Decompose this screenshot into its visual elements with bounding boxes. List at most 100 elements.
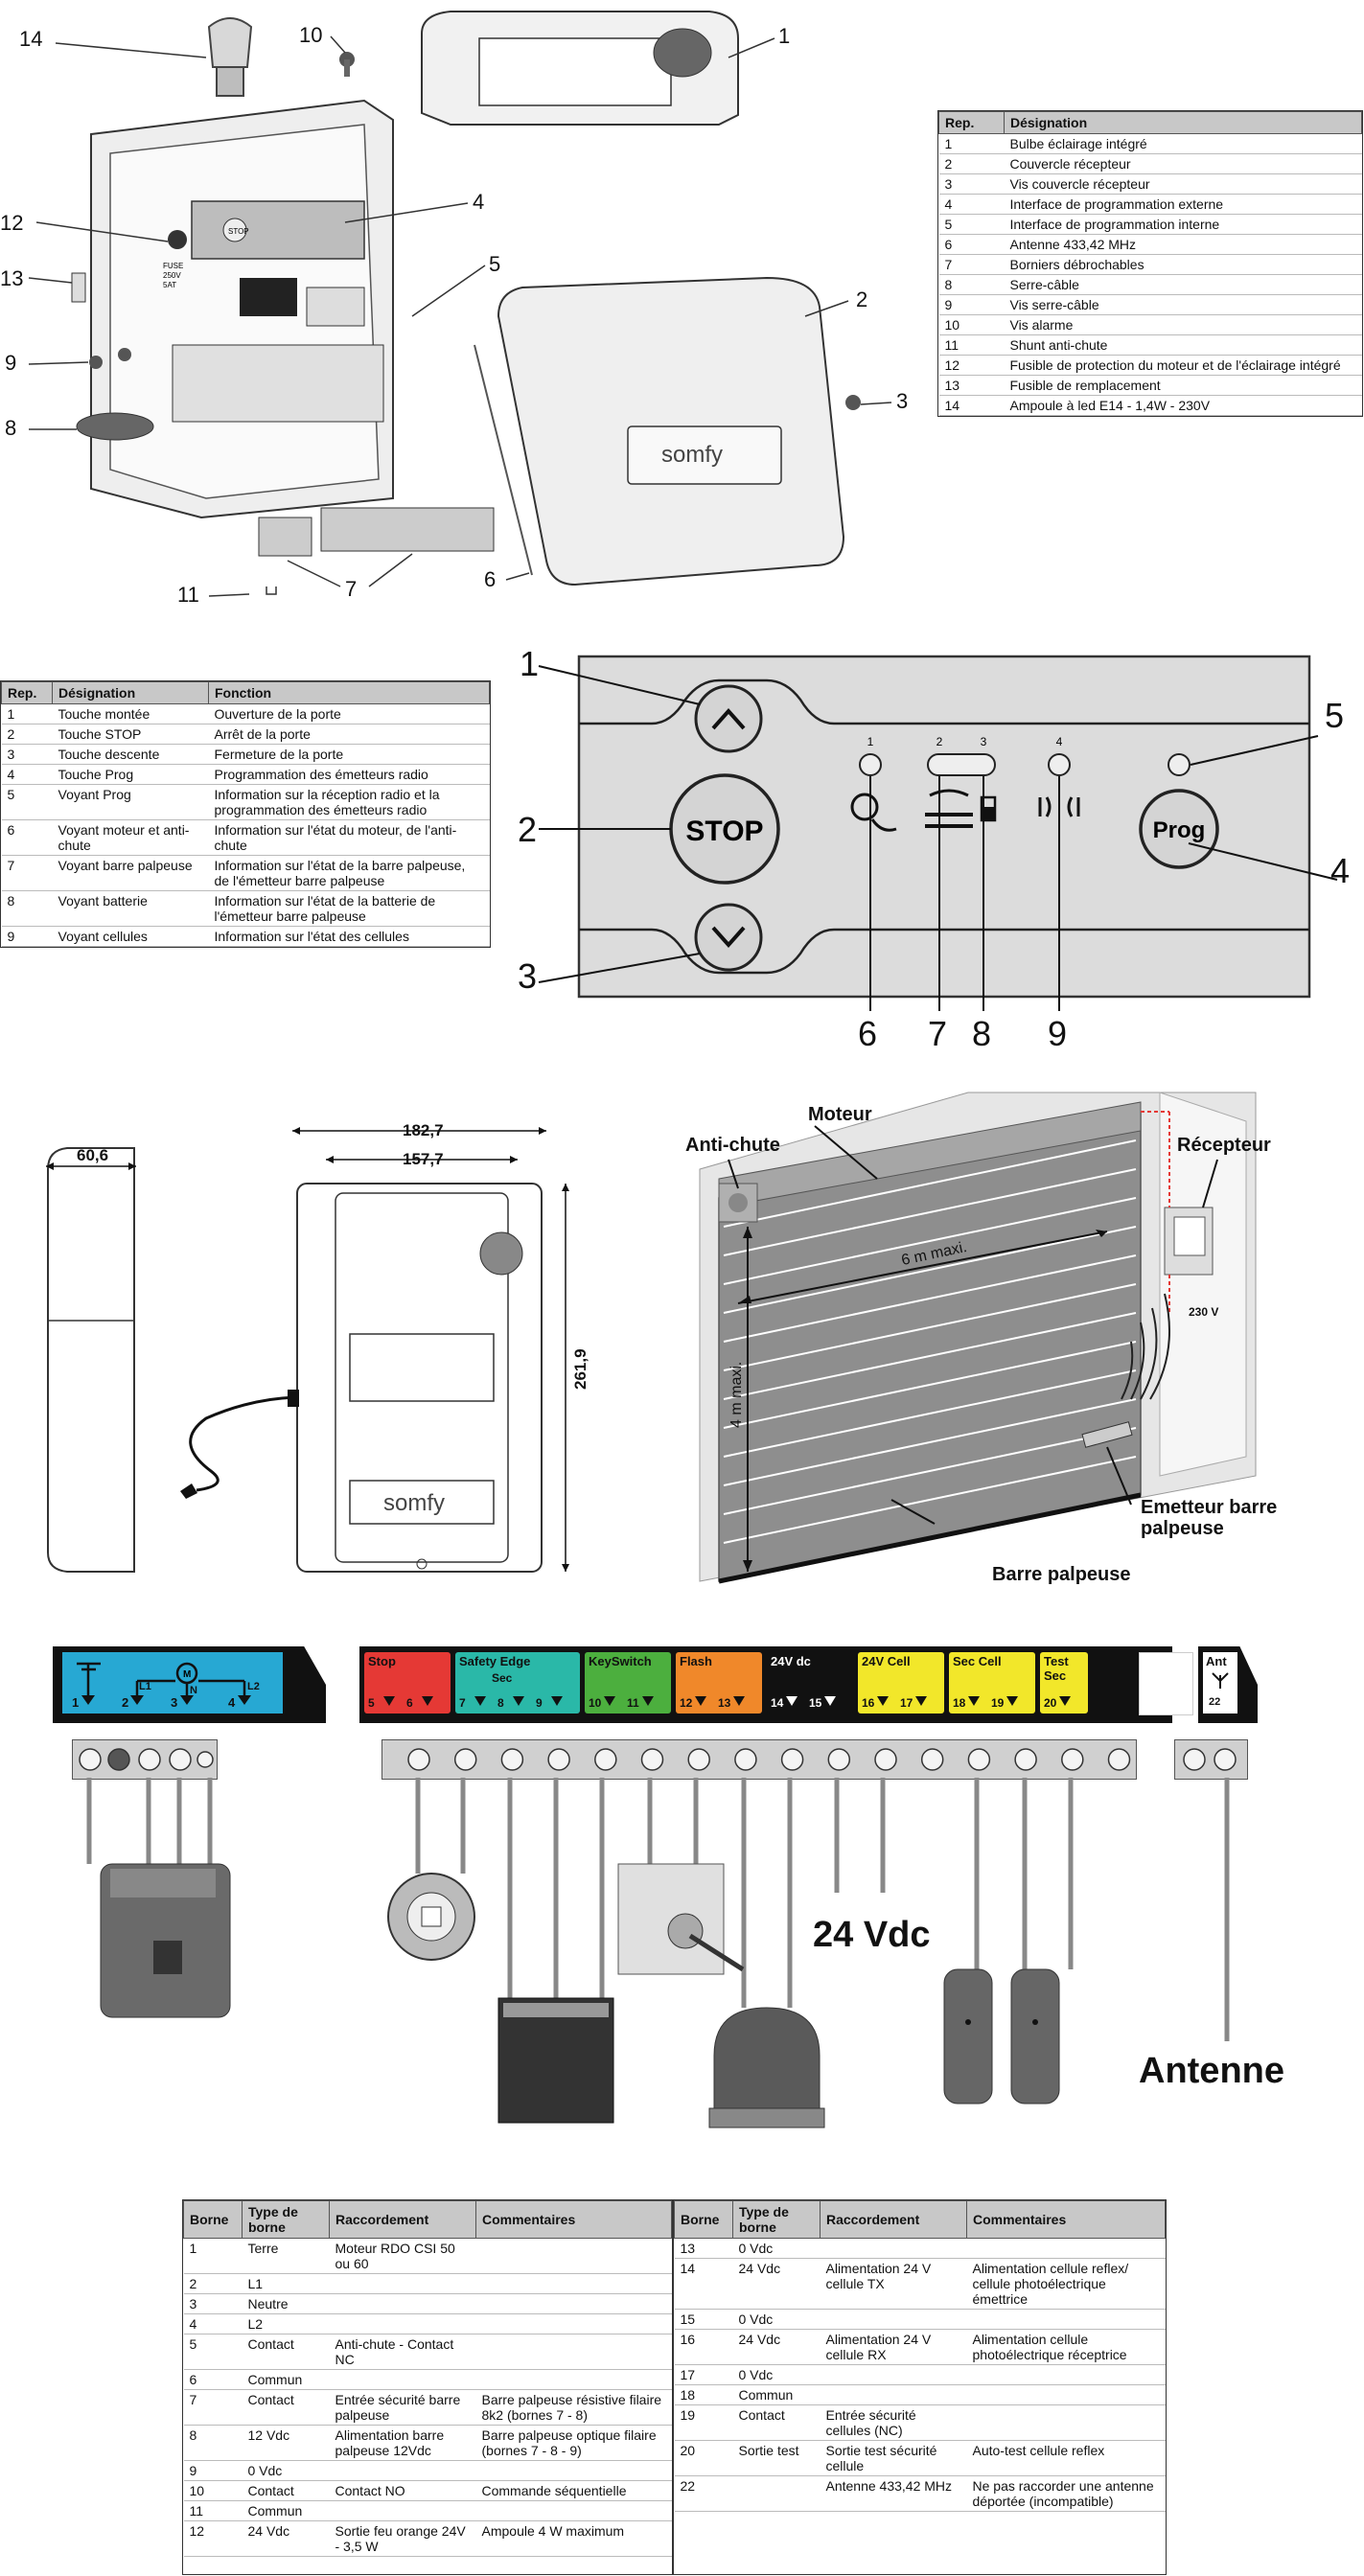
table-cell (820, 2364, 967, 2385)
bulb-icon (207, 17, 253, 97)
table-cell: Touche Prog (52, 764, 209, 785)
table-cell: 4 (1, 764, 53, 785)
table-cell: Alimentation 24 V cellule TX (820, 2258, 967, 2310)
table-cell: 4 (183, 2313, 243, 2334)
parts-header-rep: Rep. (938, 111, 1005, 134)
terminal-arrow-icon (604, 1696, 615, 1706)
receiver-cover-drawing: somfy (497, 276, 845, 586)
table-cell (329, 2273, 476, 2294)
screw-terminal-icon (687, 1748, 710, 1771)
label-11: 11 (177, 583, 199, 607)
terminal-number: 5 (368, 1696, 375, 1710)
table-cell: Neutre (242, 2293, 330, 2314)
terminal-group-label: Safety Edge (459, 1654, 531, 1668)
table-cell: Anti-chute - Contact NC (329, 2334, 476, 2370)
label-14: 14 (19, 27, 43, 51)
shunt-icon (266, 586, 277, 595)
stop-small-label: STOP (228, 227, 249, 236)
height-dimension: 261,9 (571, 1348, 590, 1390)
table-cell: 6 (1, 819, 53, 856)
chevron-up-icon (711, 707, 746, 730)
up-button[interactable] (694, 684, 763, 753)
label-2: 2 (856, 288, 868, 311)
led-number-4: 4 (1056, 735, 1063, 748)
table-cell: Contact NO (329, 2480, 476, 2501)
table-cell: Barre palpeuse résistive filaire 8k2 (bo… (475, 2389, 672, 2426)
table-cell: 13 (674, 2238, 733, 2259)
prog-button[interactable]: Prog (1139, 789, 1219, 869)
terminal-number: 16 (862, 1696, 875, 1710)
led-number-2: 2 (936, 735, 943, 748)
table-cell: Sortie test (732, 2440, 821, 2476)
table-cell: Antenne 433,42 MHz (1004, 234, 1362, 255)
led-number-3: 3 (981, 735, 987, 748)
table-cell: 8 (1, 890, 53, 927)
callout-4: 4 (1330, 851, 1351, 890)
label-6: 6 (484, 567, 497, 591)
label-5: 5 (489, 252, 501, 276)
term-header-raccordement-right: Raccordement (820, 2200, 967, 2239)
table-cell: Voyant barre palpeuse (52, 855, 209, 891)
label-13: 13 (0, 266, 24, 290)
table-cell: Interface de programmation externe (1004, 194, 1362, 215)
table-cell: 5 (938, 214, 1005, 235)
term-header-type-right: Type de borne (732, 2200, 821, 2239)
table-cell: 2 (1, 724, 53, 745)
label-8: 8 (5, 416, 17, 440)
terminal-number: 11 (627, 1696, 639, 1710)
installation-svg (699, 1092, 1257, 1584)
terminal-arrow-icon (968, 1696, 980, 1706)
antenna-label-short: Ant (1206, 1654, 1227, 1668)
callout-9: 9 (1048, 1014, 1068, 1053)
front-logo: somfy (383, 1490, 445, 1516)
table-cell: 2 (938, 153, 1005, 174)
callout-5: 5 (1325, 696, 1345, 735)
table-cell: Alimentation barre palpeuse 12Vdc (329, 2425, 476, 2461)
table-cell: Alimentation cellule reflex/ cellule pho… (966, 2258, 1166, 2310)
table-cell: Voyant Prog (52, 784, 209, 820)
wiring-devices (86, 1778, 1230, 2128)
led-number-1: 1 (867, 735, 874, 748)
table-cell (475, 2313, 672, 2334)
table-cell (329, 2369, 476, 2390)
table-cell: Arrêt de la porte (208, 724, 490, 745)
table-cell: L2 (242, 2313, 330, 2334)
table-cell: L1 (242, 2273, 330, 2294)
screw-terminal-icon (453, 1748, 477, 1771)
anti-chute-label: Anti-chute (685, 1135, 780, 1156)
screw-terminal-icon (640, 1748, 664, 1771)
screw-terminal-icon (827, 1748, 851, 1771)
table-cell: 3 (183, 2293, 243, 2314)
table-cell: 9 (938, 294, 1005, 315)
table-cell: Ouverture de la porte (208, 703, 490, 724)
table-cell: Programmation des émetteurs radio (208, 764, 490, 785)
table-cell: 11 (183, 2500, 243, 2521)
table-cell: Contact (242, 2389, 330, 2426)
screw-icon (339, 52, 355, 77)
screw-icon (118, 348, 131, 361)
stop-button[interactable]: STOP (669, 773, 780, 885)
terminal-blocks-drawing (258, 507, 495, 557)
terminal-number: 9 (536, 1696, 543, 1710)
table-cell: Serre-câble (1004, 274, 1362, 295)
down-button[interactable] (694, 903, 763, 972)
table-cell: 7 (938, 254, 1005, 275)
terminal-arrow-icon (1059, 1696, 1071, 1706)
motor-num-2: 2 (122, 1695, 129, 1710)
table-cell: Terre (242, 2238, 330, 2274)
terminal-arrow-icon (474, 1696, 486, 1706)
table-cell: 22 (674, 2475, 733, 2512)
